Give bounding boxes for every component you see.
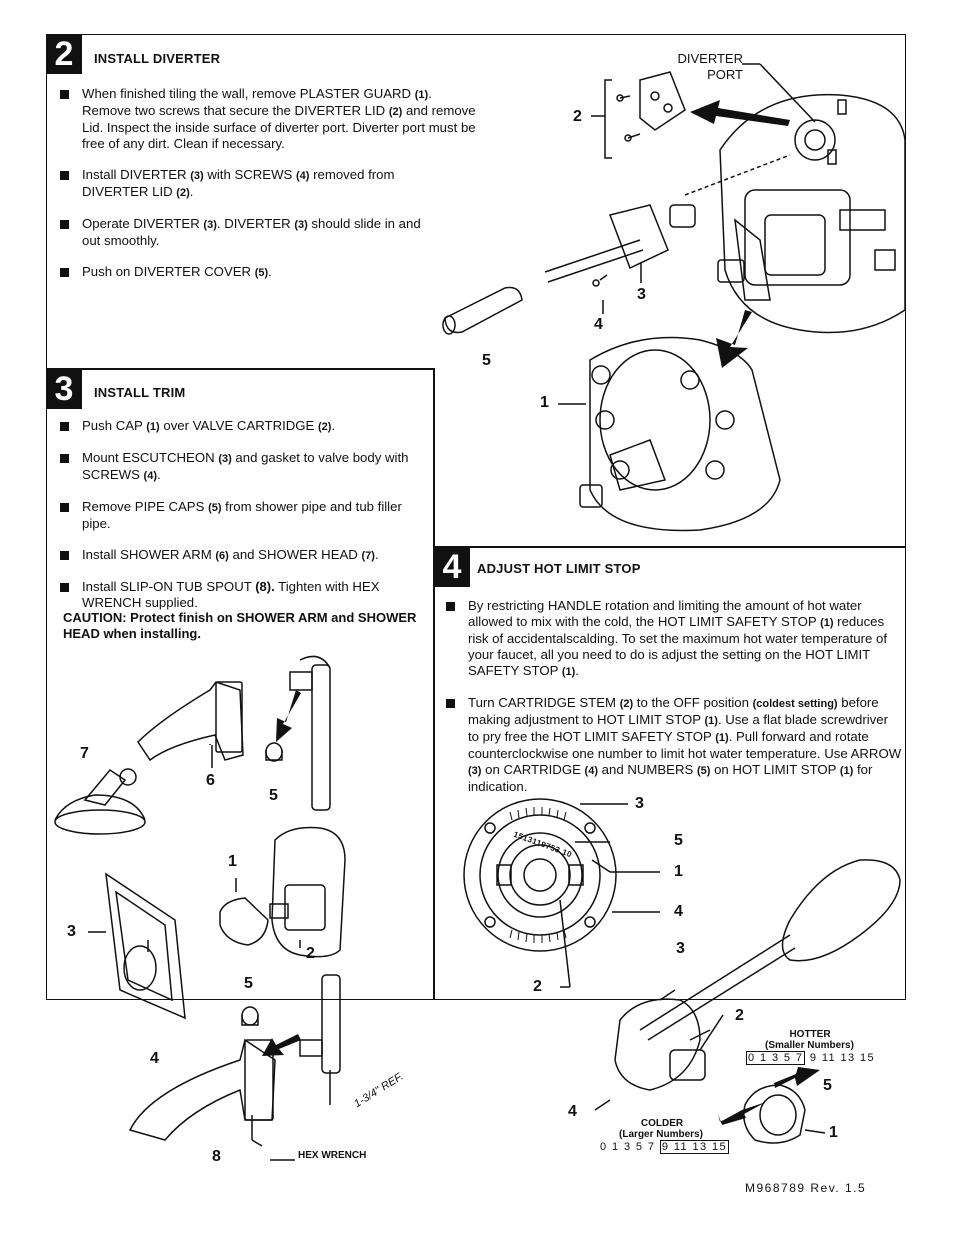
callout-5: 5 (244, 975, 253, 992)
section-title-adjust-hot-limit-stop: ADJUST HOT LIMIT STOP (477, 561, 641, 576)
hotter-title: HOTTER (789, 1029, 831, 1040)
list-item: Push CAP (1) over VALVE CARTRIDGE (2). (60, 418, 420, 435)
revision-number: M968789 Rev. 1.5 (745, 1181, 867, 1195)
list-item: Remove PIPE CAPS (5) from shower pipe an… (60, 499, 420, 532)
shower-arm-illustration (137, 681, 244, 768)
arrow-icon (718, 1102, 766, 1125)
callout-3: 3 (637, 286, 646, 303)
divider (433, 546, 906, 548)
tub-pipe-illustration (299, 974, 341, 1074)
pipe-cap-illustration (265, 742, 283, 762)
plaster-guard-illustration (579, 336, 781, 532)
pipe-cap-illustration-2 (241, 1006, 259, 1026)
colder-title: COLDER (640, 1118, 684, 1129)
valve-body-illustration (717, 93, 906, 334)
callout-7: 7 (80, 745, 89, 762)
callout-1: 1 (674, 863, 683, 880)
list-item: Install DIVERTER (3) with SCREWS (4) rem… (60, 167, 462, 201)
callout-1: 1 (228, 853, 237, 870)
arrow-icon (774, 1067, 820, 1088)
screwdriver-illustration (639, 859, 901, 1041)
arrow-icon (262, 1034, 301, 1056)
diverter-lid-illustration (591, 71, 686, 159)
callout-4: 4 (594, 316, 603, 333)
callout-5: 5 (823, 1077, 832, 1094)
step-number-4: 4 (434, 547, 470, 587)
list-item: By restricting HANDLE rotation and limit… (446, 598, 902, 680)
callout-4: 4 (568, 1103, 577, 1120)
callout-8: 8 (212, 1148, 221, 1165)
cap-illustration (219, 897, 269, 946)
dial-ticks (509, 807, 567, 943)
shower-head-illustration (54, 768, 146, 835)
cartridge-illustration (614, 998, 711, 1091)
divider (433, 368, 435, 1000)
hotter-subtitle: (Smaller Numbers) (765, 1040, 854, 1051)
arrow-icon (276, 690, 301, 742)
list-item: Push on DIVERTER COVER (5). (60, 264, 480, 281)
callout-4: 4 (150, 1050, 159, 1067)
callout-4: 4 (674, 903, 683, 920)
diverter-cover-illustration (442, 286, 523, 335)
limit-stop-ring-illustration (743, 1084, 806, 1144)
step-number-2: 2 (46, 34, 82, 74)
diverter-port-label: DIVERTER PORT (677, 51, 744, 82)
section2-steps: When finished tiling the wall, remove PL… (60, 86, 480, 296)
section3-steps: Push CAP (1) over VALVE CARTRIDGE (2). M… (60, 418, 420, 626)
step-number-3: 3 (46, 369, 82, 409)
callout-1: 1 (540, 394, 549, 411)
callout-5: 5 (674, 832, 683, 849)
list-item: Mount ESCUTCHEON (3) and gasket to valve… (60, 450, 420, 484)
list-item: Turn CARTRIDGE STEM (2) to the OFF posit… (446, 695, 902, 795)
hex-wrench-illustration (251, 1115, 263, 1147)
escutcheon-illustration (105, 872, 186, 1020)
hotter-scale: 0 1 3 5 7 9 11 13 15 (746, 1051, 876, 1065)
limit-stop-dial-illustration (463, 798, 617, 952)
section-title-install-diverter: INSTALL DIVERTER (94, 51, 221, 66)
section4-steps: By restricting HANDLE rotation and limit… (446, 598, 902, 810)
cartridge-plate-illustration (269, 826, 346, 958)
pipe-illustration (289, 655, 331, 811)
callout-5: 5 (482, 352, 491, 369)
callout-1: 1 (829, 1124, 838, 1141)
caution-note: CAUTION: Protect finish on SHOWER ARM an… (63, 610, 417, 641)
list-item: Install SLIP-ON TUB SPOUT (8). Tighten w… (60, 579, 382, 611)
list-item: When finished tiling the wall, remove PL… (60, 86, 480, 152)
divider (46, 368, 435, 370)
section-title-install-trim: INSTALL TRIM (94, 385, 186, 400)
callout-2: 2 (533, 978, 542, 995)
callout-2: 2 (306, 945, 315, 962)
callout-2: 2 (735, 1007, 744, 1024)
tub-spout-illustration (128, 1038, 276, 1141)
page-frame (46, 34, 906, 1000)
colder-scale: 0 1 3 5 7 9 11 13 15 (600, 1140, 730, 1154)
hex-wrench-label: HEX WRENCH (298, 1150, 367, 1161)
arrow-icon (716, 310, 752, 368)
callout-2: 2 (573, 108, 582, 125)
diverter-stem-illustration (544, 204, 696, 287)
callout-3: 3 (635, 795, 644, 812)
arrow-icon (690, 100, 790, 126)
colder-subtitle: (Larger Numbers) (619, 1129, 703, 1140)
callout-3: 3 (676, 940, 685, 957)
list-item: Install SHOWER ARM (6) and SHOWER HEAD (… (60, 547, 420, 564)
callout-6: 6 (206, 772, 215, 789)
callout-3: 3 (67, 923, 76, 940)
list-item: Operate DIVERTER (3). DIVERTER (3) shoul… (60, 216, 442, 249)
callout-5: 5 (269, 787, 278, 804)
